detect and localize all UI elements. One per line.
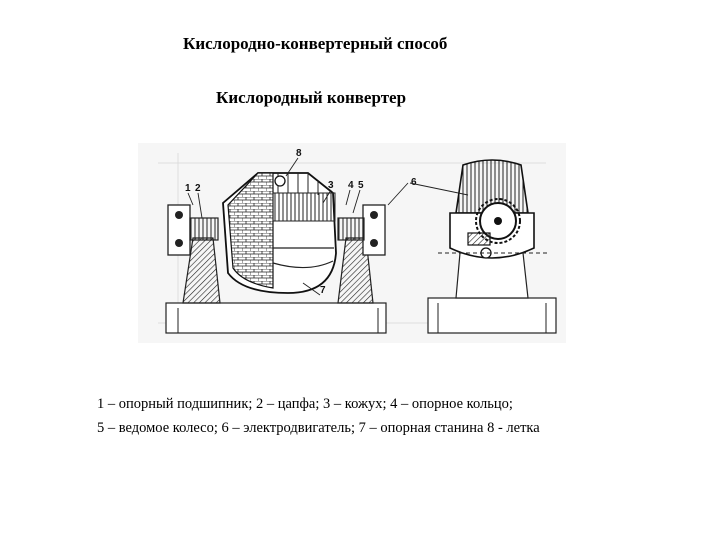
tap-hole (274, 175, 286, 187)
refractory-lining (227, 172, 274, 289)
callout-8: 8 (296, 148, 302, 159)
callout-5: 5 (358, 180, 364, 191)
leader-lines (187, 157, 469, 296)
legend-line-1: 1 – опорный подшипник; 2 – цапфа; 3 – ко… (97, 396, 513, 412)
callout-7: 7 (320, 285, 326, 296)
left-trunnion (189, 217, 219, 241)
callout-1: 1 (185, 183, 191, 194)
page-title: Кислородно-конвертерный способ (183, 34, 448, 53)
converter-section-view (165, 172, 387, 334)
side-support-stand (455, 252, 529, 299)
right-foundation (427, 297, 557, 334)
callout-6: 6 (411, 177, 417, 188)
callout-3: 3 (328, 180, 334, 191)
callout-2: 2 (195, 183, 201, 194)
gear-teeth (475, 198, 521, 244)
converter-side-view (427, 159, 557, 334)
callout-4: 4 (348, 180, 354, 191)
converter-diagram: 1 2 3 4 5 6 7 8 (138, 143, 566, 343)
side-top-cone (455, 159, 529, 214)
left-foundation (165, 302, 387, 334)
right-trunnion (337, 217, 365, 241)
page-subtitle: Кислородный конвертер (216, 88, 407, 107)
electric-motor (467, 232, 491, 246)
legend-line-2: 5 – ведомое колесо; 6 – электродвигатель… (97, 420, 540, 436)
callout-labels: 1 2 3 4 5 6 7 8 (185, 148, 469, 296)
support-ring (272, 192, 336, 222)
